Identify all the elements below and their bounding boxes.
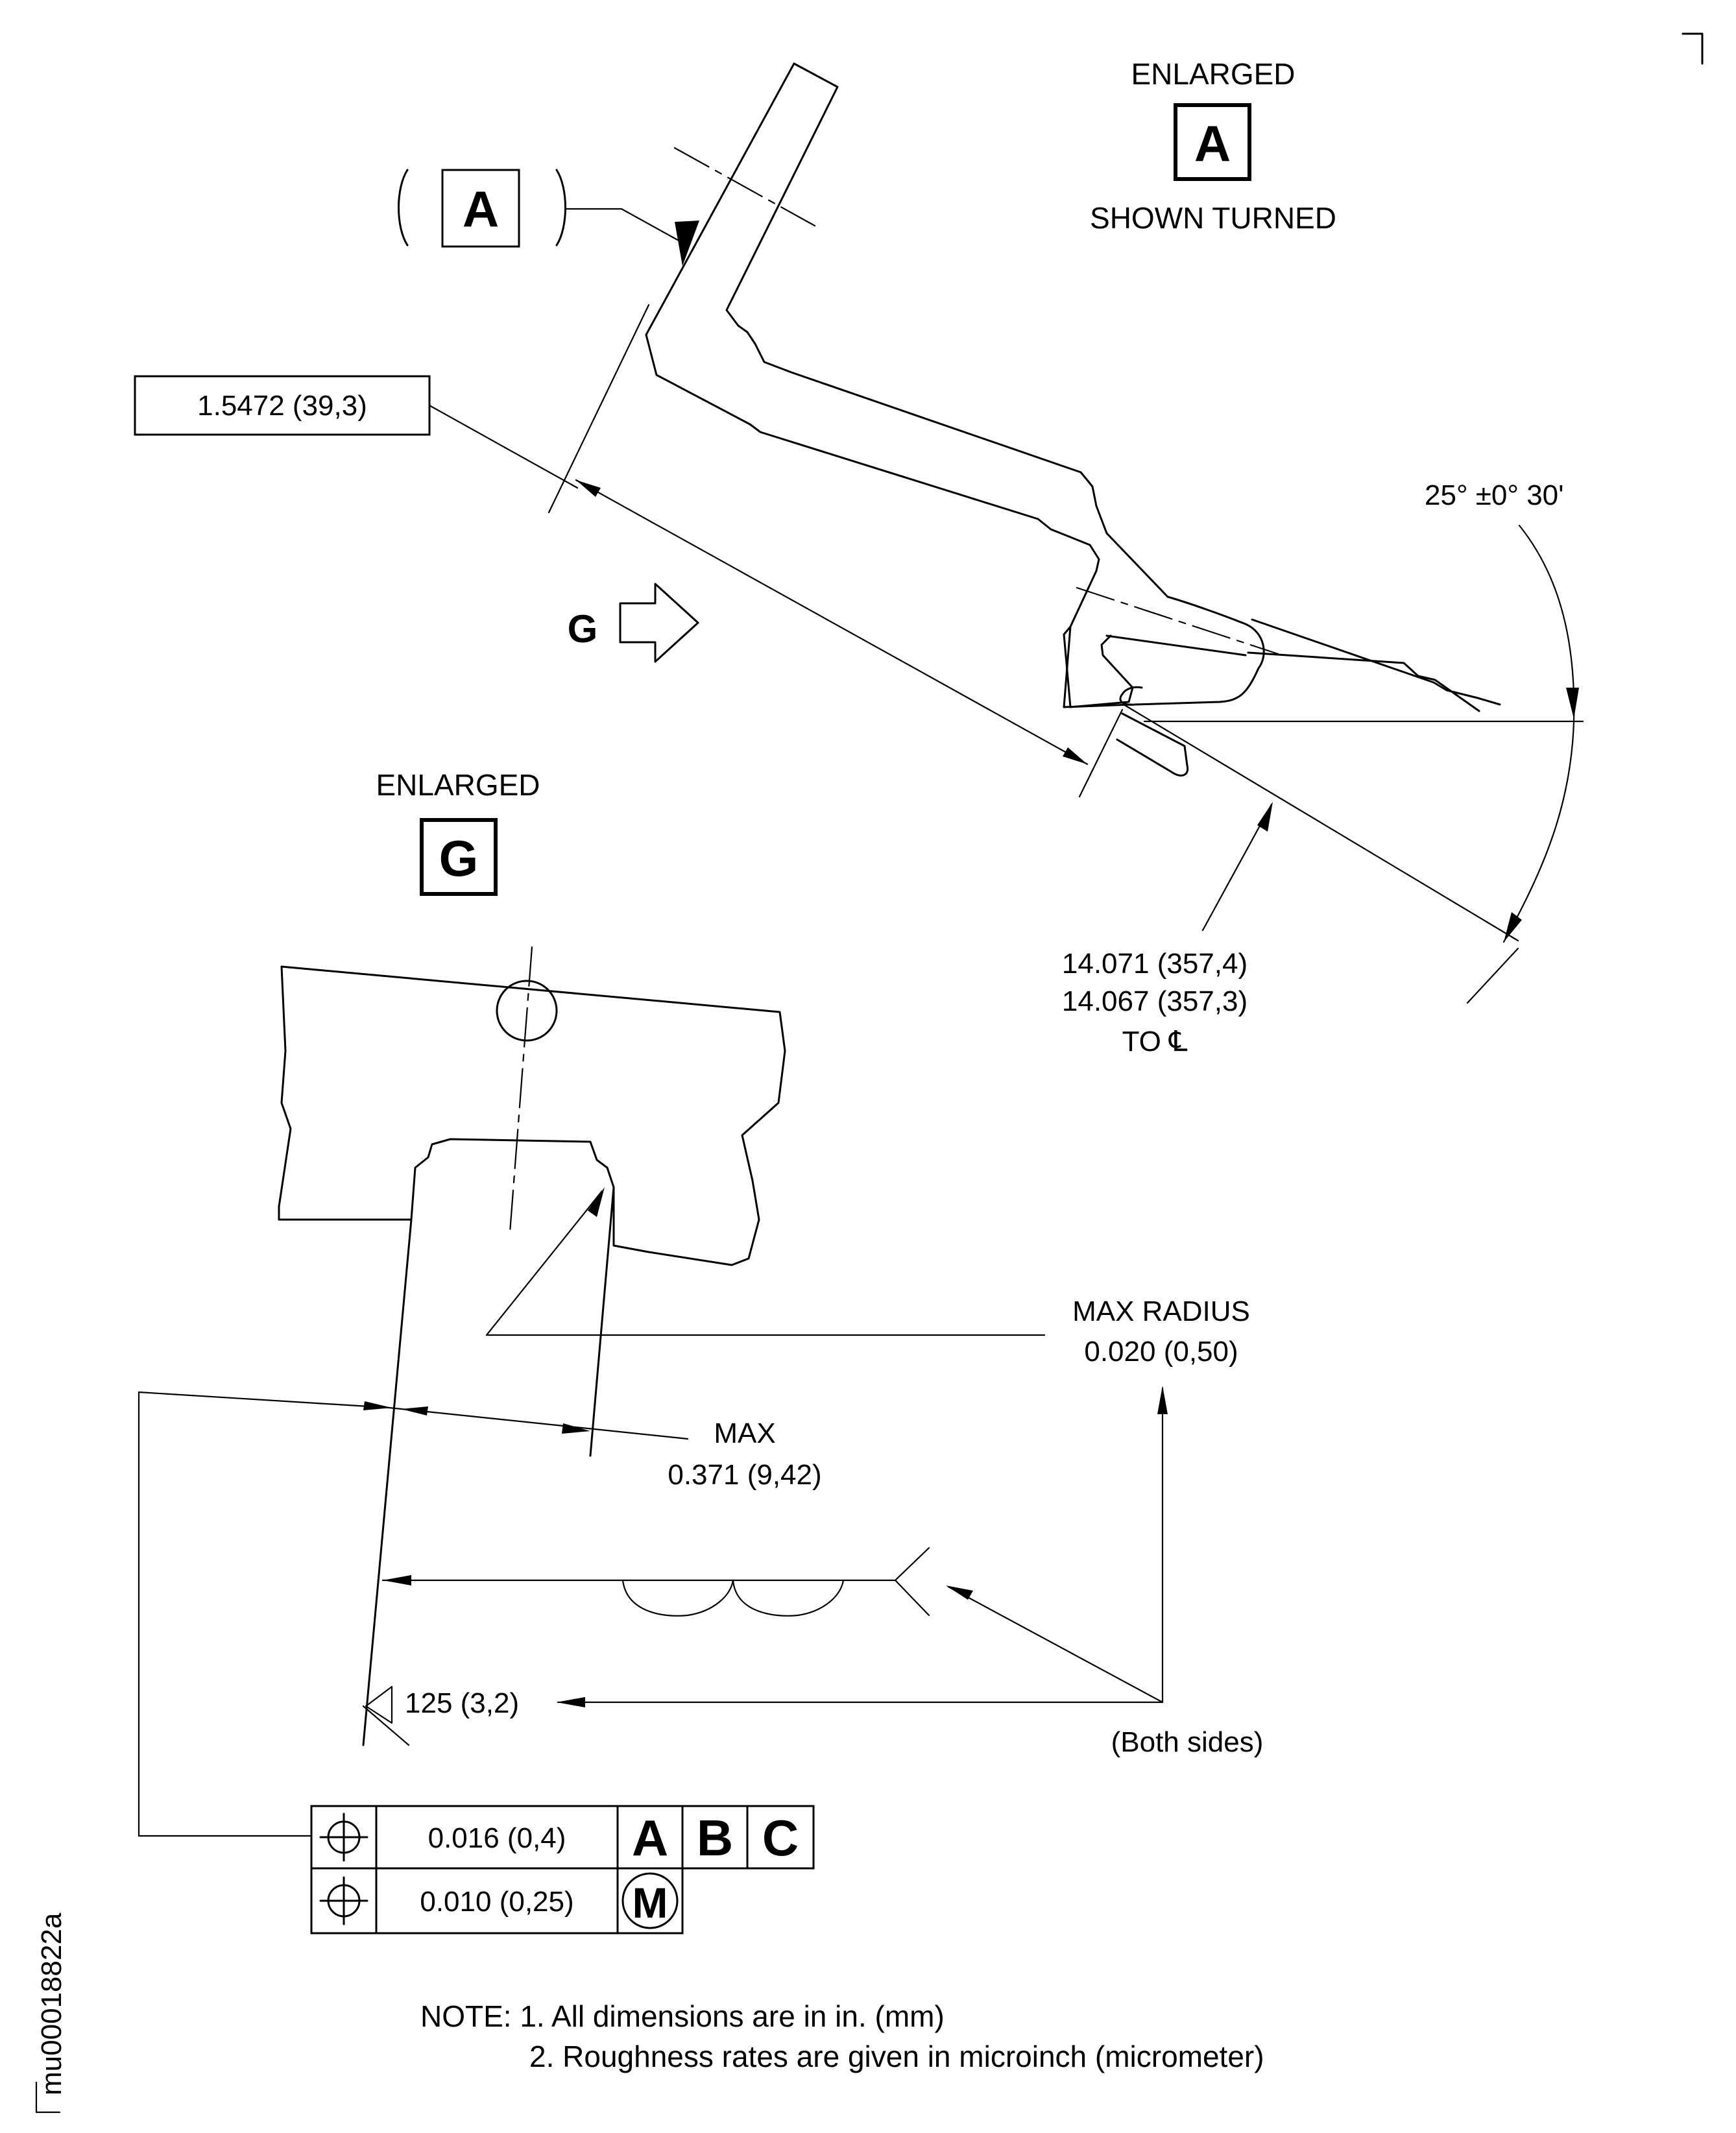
radius-dim-line3: TO ℄ (1122, 1026, 1188, 1057)
view-g-heading: ENLARGED (376, 768, 540, 802)
view-a-subheading: SHOWN TURNED (1090, 201, 1336, 235)
both-sides-arrow-weld (946, 1585, 973, 1600)
both-sides-arrow-up (1157, 1386, 1168, 1414)
both-sides-to-weld (947, 1585, 1164, 1704)
view-a-part-outline (645, 62, 1501, 777)
view-a-heading: ENLARGED (1131, 57, 1295, 91)
datum-a-callout (398, 169, 699, 266)
both-sides-label: (Both sides) (1111, 1726, 1264, 1758)
fcf-datum-c: C (762, 1809, 799, 1866)
view-g-arrow-letter: G (568, 607, 598, 651)
view-a-letter: A (1194, 115, 1231, 172)
centerline-a1 (673, 147, 816, 227)
length-dim-line (575, 479, 1089, 765)
radius-ref-line (1122, 703, 1519, 942)
view-g-arrow (619, 583, 699, 663)
view-g-body-outline (278, 965, 786, 1746)
length-leader (428, 404, 579, 489)
angle-ext (1466, 947, 1519, 1004)
length-arrow-right (1063, 747, 1087, 764)
max-radius-label: MAX RADIUS (1072, 1295, 1250, 1327)
fcf-modifier: M (633, 1879, 668, 1927)
view-g-hole (496, 980, 558, 1042)
weld-symbol (381, 1547, 930, 1617)
max-width-label: MAX (714, 1417, 775, 1449)
max-radius-leader (485, 1190, 1046, 1336)
datum-a-letter: A (463, 180, 499, 237)
view-a-letter-box (1174, 103, 1251, 181)
max-width-value: 0.371 (9,42) (668, 1459, 821, 1491)
fcf-row1-tolerance: 0.016 (0,4) (428, 1822, 566, 1854)
note-line-1: NOTE: 1. All dimensions are in in. (mm) (420, 1999, 945, 2033)
feature-control-frame (138, 1805, 815, 1934)
fcf-row2-tolerance: 0.010 (0,25) (420, 1886, 573, 1918)
radius-arrow (1257, 802, 1273, 832)
max-radius-value: 0.020 (0,50) (1084, 1336, 1238, 1368)
max-radius-arrow (588, 1187, 605, 1217)
radius-dim-line2: 14.067 (357,3) (1062, 985, 1248, 1017)
length-arrow-left (576, 480, 601, 497)
roughness-tail (362, 1705, 410, 1746)
roughness-symbol (365, 1685, 393, 1724)
corner-mark (1682, 32, 1704, 65)
view-g-letter-box (420, 818, 498, 896)
angle-arc (1502, 524, 1575, 943)
centerline-a2 (1076, 586, 1279, 655)
max-width-arrow-left2 (401, 1406, 428, 1416)
angle-dim-text: 25° ±0° 30' (1425, 479, 1564, 511)
figure-id-bracket (35, 2081, 61, 2114)
fcf-datum-a: A (632, 1809, 668, 1866)
both-sides-arrow-rough (557, 1697, 585, 1707)
max-width-dim-line (388, 1406, 689, 1440)
figure-id: mu00018822a (36, 1912, 67, 2095)
max-width-arrow-right (562, 1423, 590, 1434)
fcf-datum-b: B (697, 1809, 733, 1866)
angle-arrow-top (1566, 688, 1579, 719)
max-width-ext (138, 1391, 391, 1837)
view-g-letter: G (439, 830, 479, 887)
note-line-2: 2. Roughness rates are given in microinc… (529, 2040, 1264, 2073)
length-ext-left (548, 304, 650, 514)
max-width-arrow-left (363, 1401, 392, 1410)
roughness-value: 125 (3,2) (405, 1687, 519, 1719)
radius-dim-line1: 14.071 (357,4) (1062, 948, 1248, 980)
view-g-centerline (509, 946, 533, 1234)
length-ext-right (1078, 708, 1124, 798)
length-dim-text: 1.5472 (39,3) (197, 390, 367, 422)
